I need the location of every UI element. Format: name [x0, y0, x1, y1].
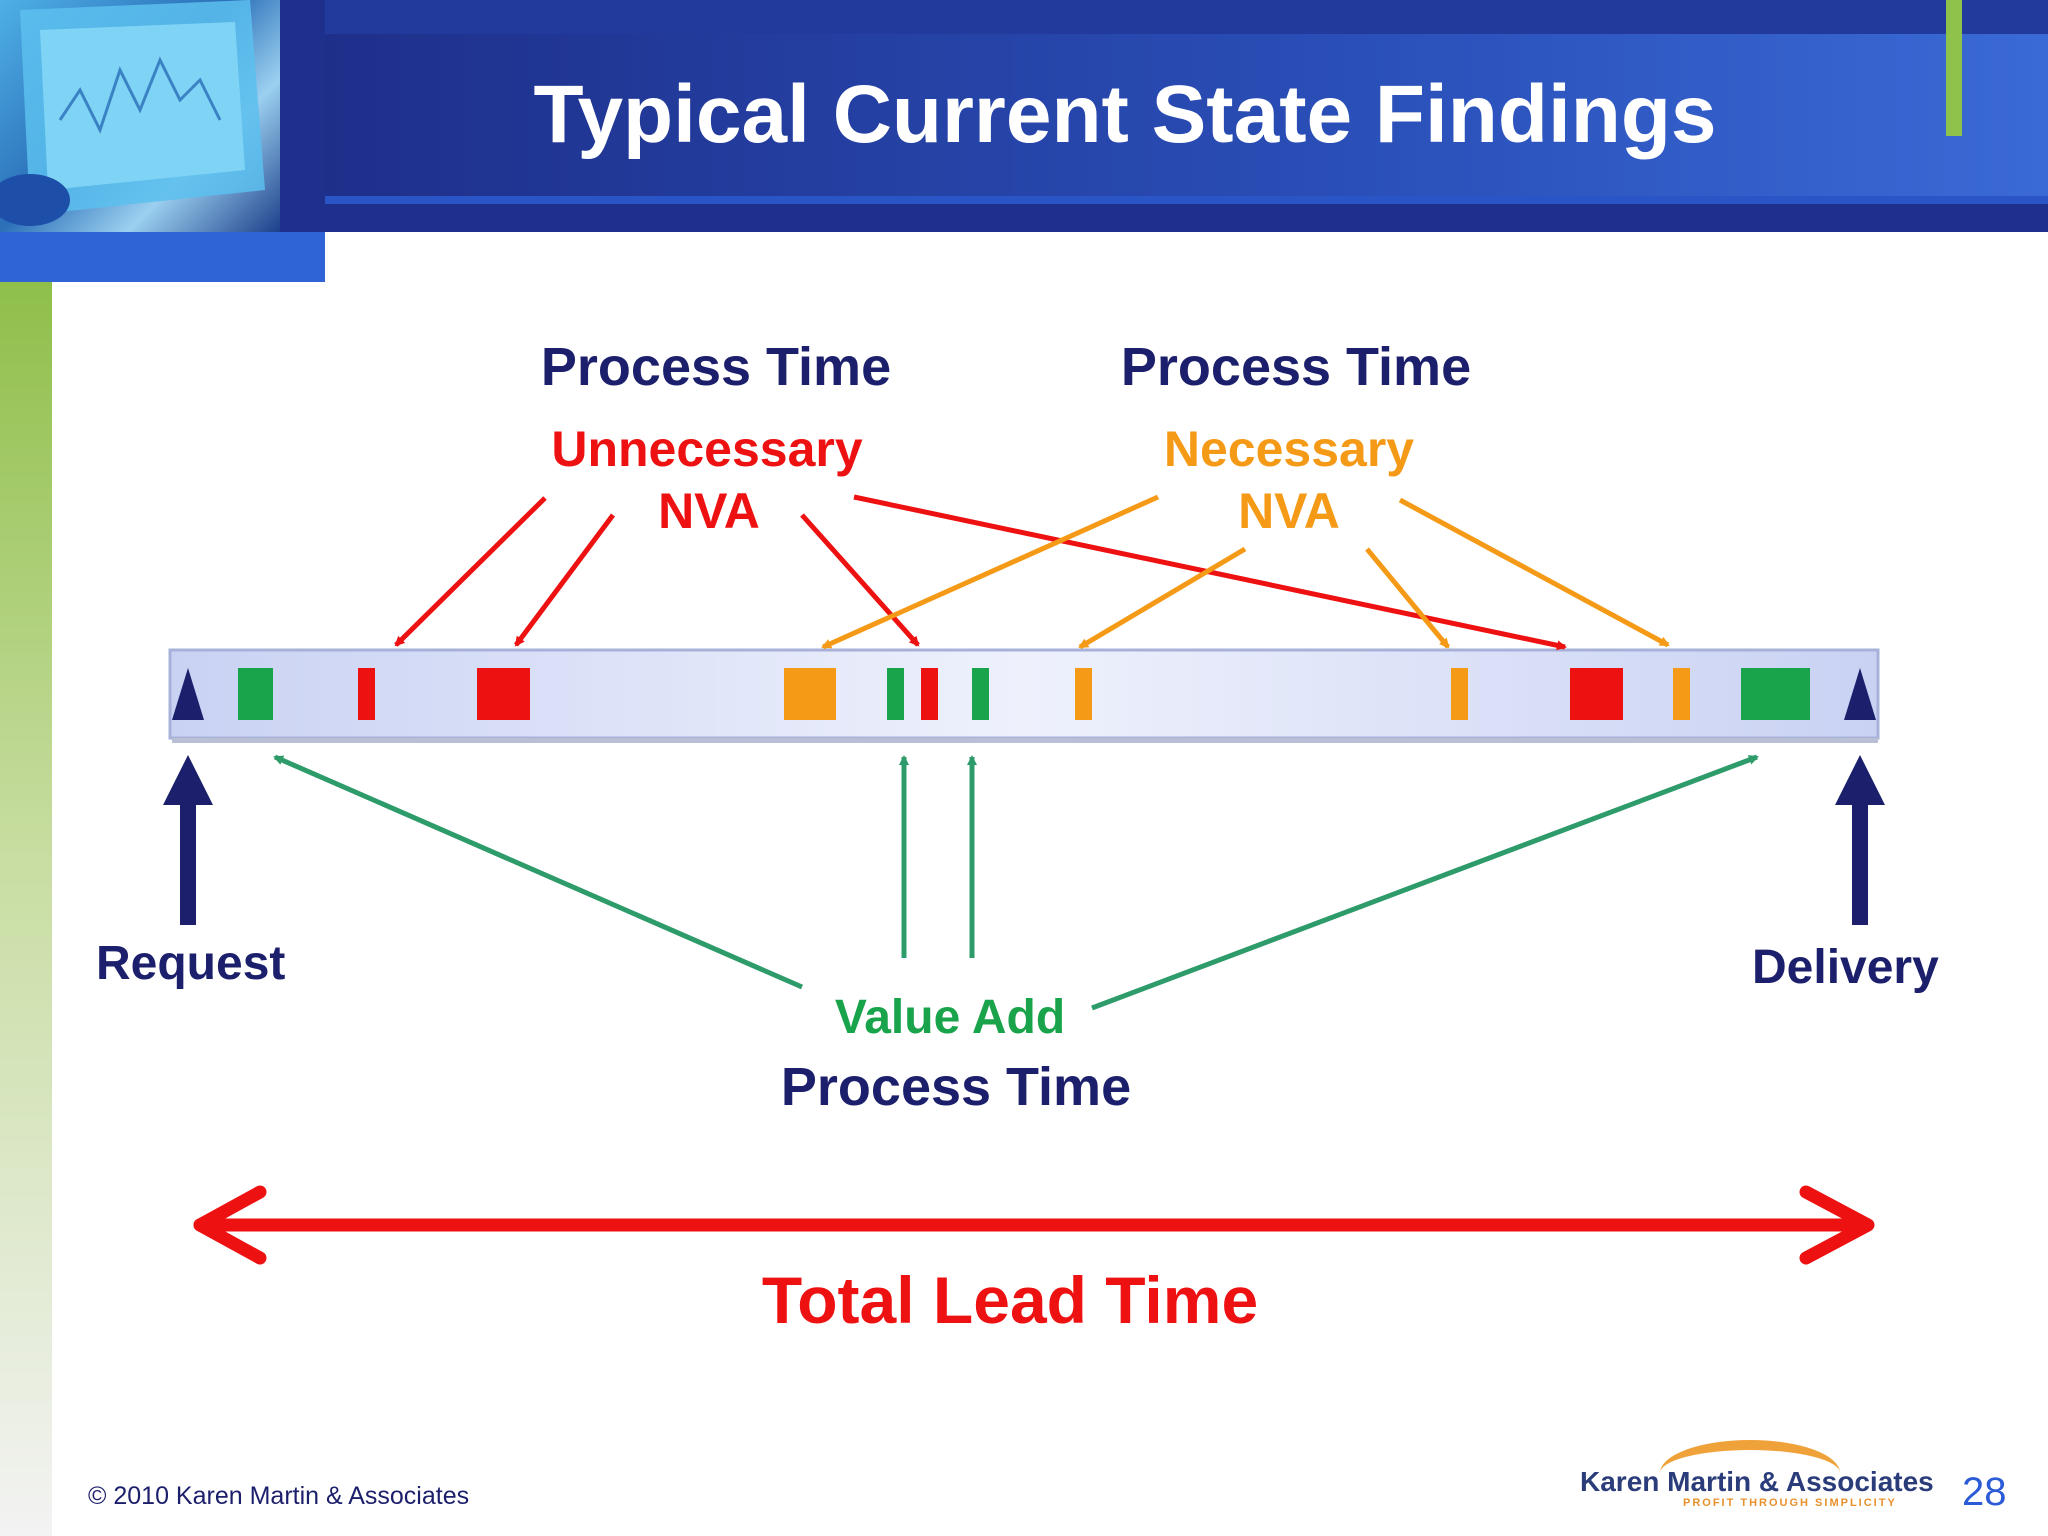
value-add-label: Value Add	[834, 991, 1066, 1044]
unnecessary-heading: Process Time	[540, 337, 892, 397]
copyright-footer: © 2010 Karen Martin & Associates	[88, 1482, 470, 1510]
arrow-necessary-4	[1398, 497, 1670, 648]
block-unnecessary-nva	[1570, 668, 1623, 720]
arrow-necessary-3	[1365, 547, 1450, 649]
arrow-necessary-1	[821, 494, 1160, 650]
value-add-heading: Process Time	[780, 1057, 1132, 1117]
block-unnecessary-nva	[358, 668, 375, 720]
lead-time-arrow-left-head	[193, 1185, 267, 1265]
arrow-necessary-2	[1078, 546, 1247, 650]
computer-monitor-image	[0, 0, 280, 232]
unnecessary-nva-label: NVA	[658, 483, 760, 539]
delivery-marker-icon	[1844, 668, 1876, 720]
side-gradient-bar	[0, 282, 52, 1536]
block-value-add	[972, 668, 989, 720]
block-value-add	[238, 668, 273, 720]
logo-arc-icon	[1660, 1440, 1840, 1506]
company-logo: Karen Martin & Associates	[1580, 1466, 1934, 1497]
block-necessary-nva	[1673, 668, 1690, 720]
necessary-nva-label: NVA	[1238, 483, 1340, 539]
slide-title: Typical Current State Findings	[533, 69, 1717, 160]
total-lead-time-label: Total Lead Time	[761, 1263, 1259, 1337]
header-divider	[325, 196, 2048, 204]
slide-number: 28	[1962, 1470, 2007, 1514]
delivery-arrow-shaft	[1852, 800, 1868, 925]
arrow-unnecessary-2	[513, 513, 616, 647]
block-necessary-nva	[1451, 668, 1468, 720]
lead-time-arrow-right-head	[1799, 1185, 1875, 1265]
necessary-heading: Process Time	[1120, 337, 1472, 397]
request-arrow-shaft	[180, 800, 196, 925]
arrow-unnecessary-1	[394, 496, 547, 647]
timeline-bar-shadow	[172, 738, 1878, 743]
header-stripe	[325, 0, 2048, 34]
arrow-value-add-1	[273, 754, 803, 990]
delivery-arrow-head	[1835, 755, 1885, 805]
delivery-label: Delivery	[1752, 941, 1939, 994]
company-tagline: PROFIT THROUGH SIMPLICITY	[1683, 1497, 1897, 1509]
arrow-unnecessary-3	[800, 513, 920, 647]
arrow-value-add-4	[1091, 754, 1759, 1011]
block-necessary-nva	[1075, 668, 1092, 720]
necessary-label: Necessary	[1163, 421, 1415, 477]
request-marker-icon	[172, 668, 204, 720]
request-label: Request	[96, 937, 286, 990]
unnecessary-label: Unnecessary	[551, 421, 863, 477]
block-value-add	[887, 668, 904, 720]
block-unnecessary-nva	[921, 668, 938, 720]
header-accent-bar	[1946, 0, 1962, 136]
request-arrow-head	[163, 755, 213, 805]
block-unnecessary-nva	[477, 668, 530, 720]
header-corner-block	[0, 232, 325, 282]
block-necessary-nva	[784, 668, 836, 720]
title-band	[325, 34, 2048, 196]
block-value-add	[1741, 668, 1810, 720]
